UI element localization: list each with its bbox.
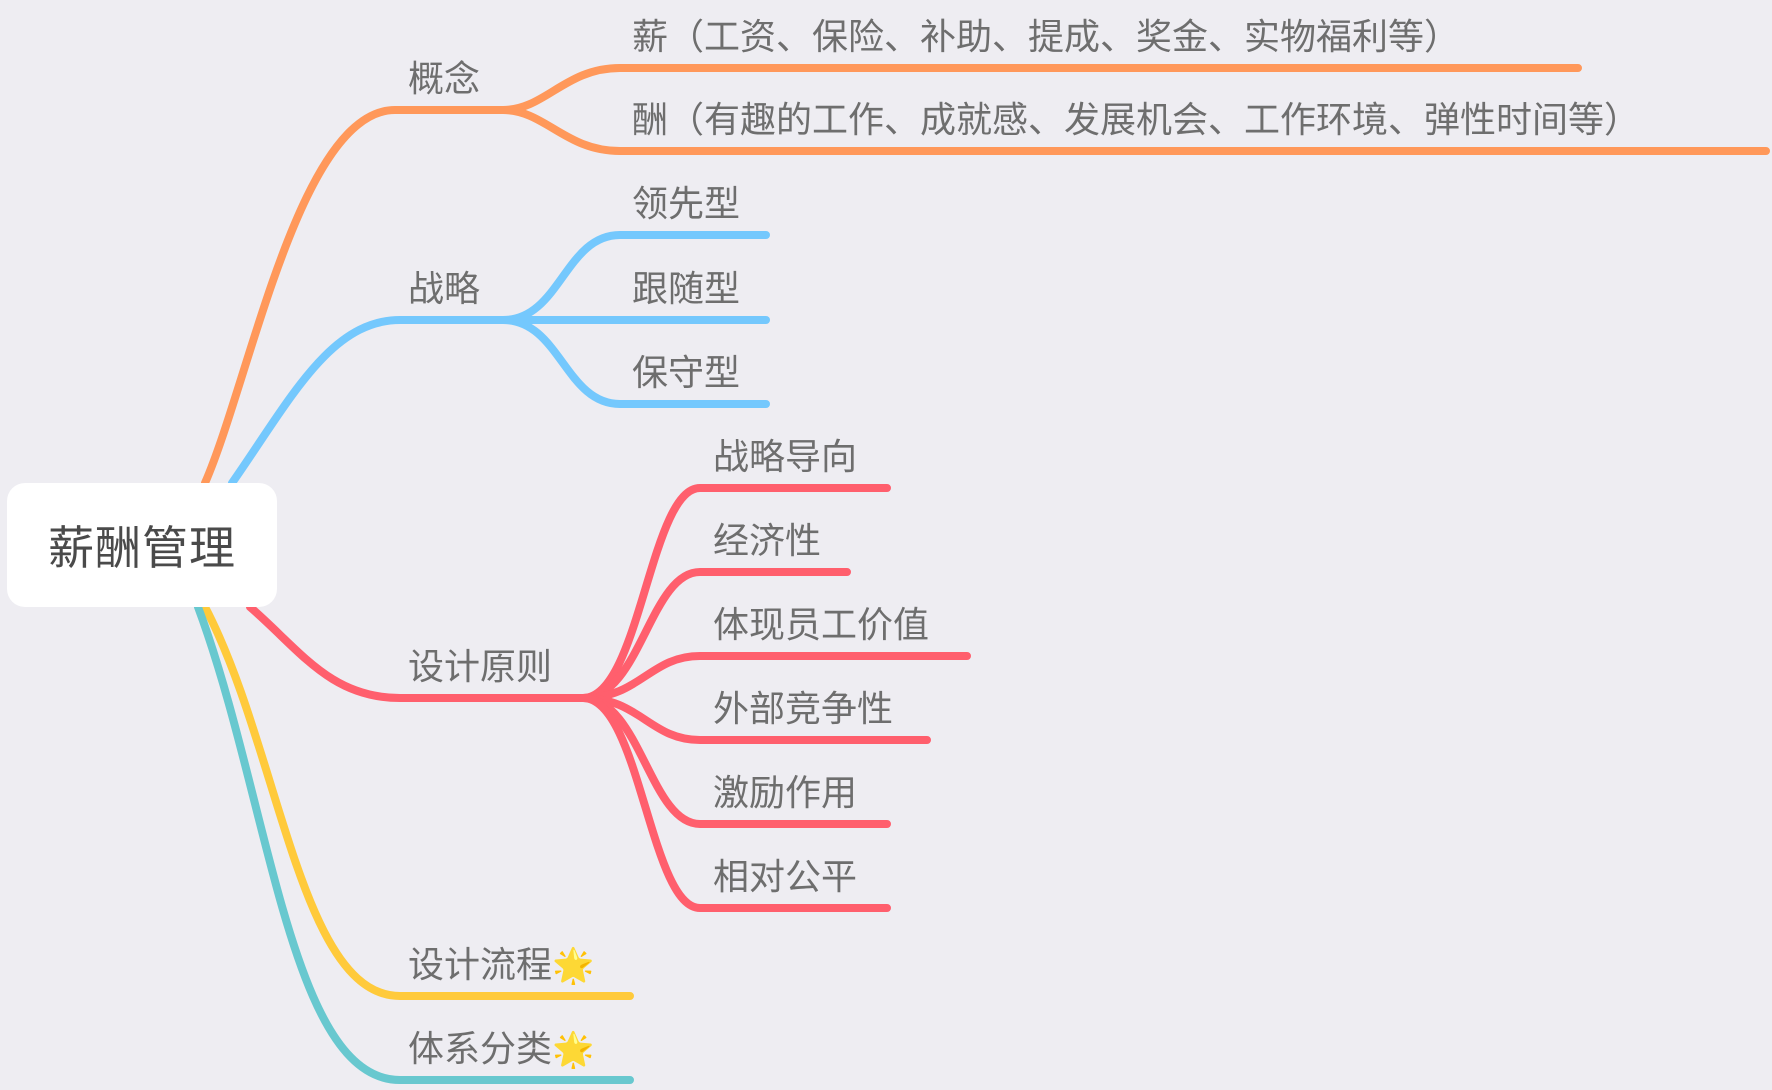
node-principle-value[interactable]: 体现员工价值 — [713, 605, 930, 646]
root-label: 薪酬管理 — [48, 521, 236, 575]
node-concept[interactable]: 概念 — [408, 59, 481, 100]
root-node[interactable]: 薪酬管理 — [7, 483, 277, 607]
node-process-label: 设计流程 — [408, 945, 553, 986]
node-strategy-follow[interactable]: 跟随型 — [632, 269, 741, 310]
link-strategy — [228, 316, 507, 487]
link-principles-6 — [579, 694, 891, 912]
link-process — [201, 603, 634, 1000]
node-principle-economy[interactable]: 经济性 — [713, 521, 822, 562]
node-concept-salary[interactable]: 薪（工资、保险、补助、提成、奖金、实物福利等） — [632, 17, 1461, 58]
node-principle-fairness[interactable]: 相对公平 — [713, 857, 858, 898]
node-strategy-conserve[interactable]: 保守型 — [632, 353, 741, 394]
link-principles — [246, 603, 587, 702]
link-classification — [194, 603, 634, 1084]
node-concept-reward[interactable]: 酬（有趣的工作、成就感、发展机会、工作环境、弹性时间等） — [632, 100, 1641, 141]
node-strategy-lead[interactable]: 领先型 — [632, 184, 741, 225]
node-principles[interactable]: 设计原则 — [408, 647, 553, 688]
node-classification[interactable]: 体系分类🌟 — [408, 1028, 594, 1072]
link-concept-reward — [499, 106, 1770, 155]
glowing-star-icon: 🌟 — [552, 946, 595, 986]
node-classification-label: 体系分类 — [408, 1029, 553, 1070]
link-concept — [201, 106, 507, 487]
link-strategy-conserve — [499, 316, 770, 408]
node-principle-competition[interactable]: 外部竞争性 — [713, 689, 894, 730]
glowing-star-icon: 🌟 — [552, 1030, 595, 1070]
link-strategy-lead — [499, 231, 770, 324]
node-principle-incentive[interactable]: 激励作用 — [713, 773, 858, 814]
node-principle-strategy[interactable]: 战略导向 — [713, 437, 858, 478]
node-process[interactable]: 设计流程🌟 — [408, 944, 594, 988]
link-principles-2 — [579, 568, 851, 702]
node-strategy[interactable]: 战略 — [408, 269, 481, 310]
